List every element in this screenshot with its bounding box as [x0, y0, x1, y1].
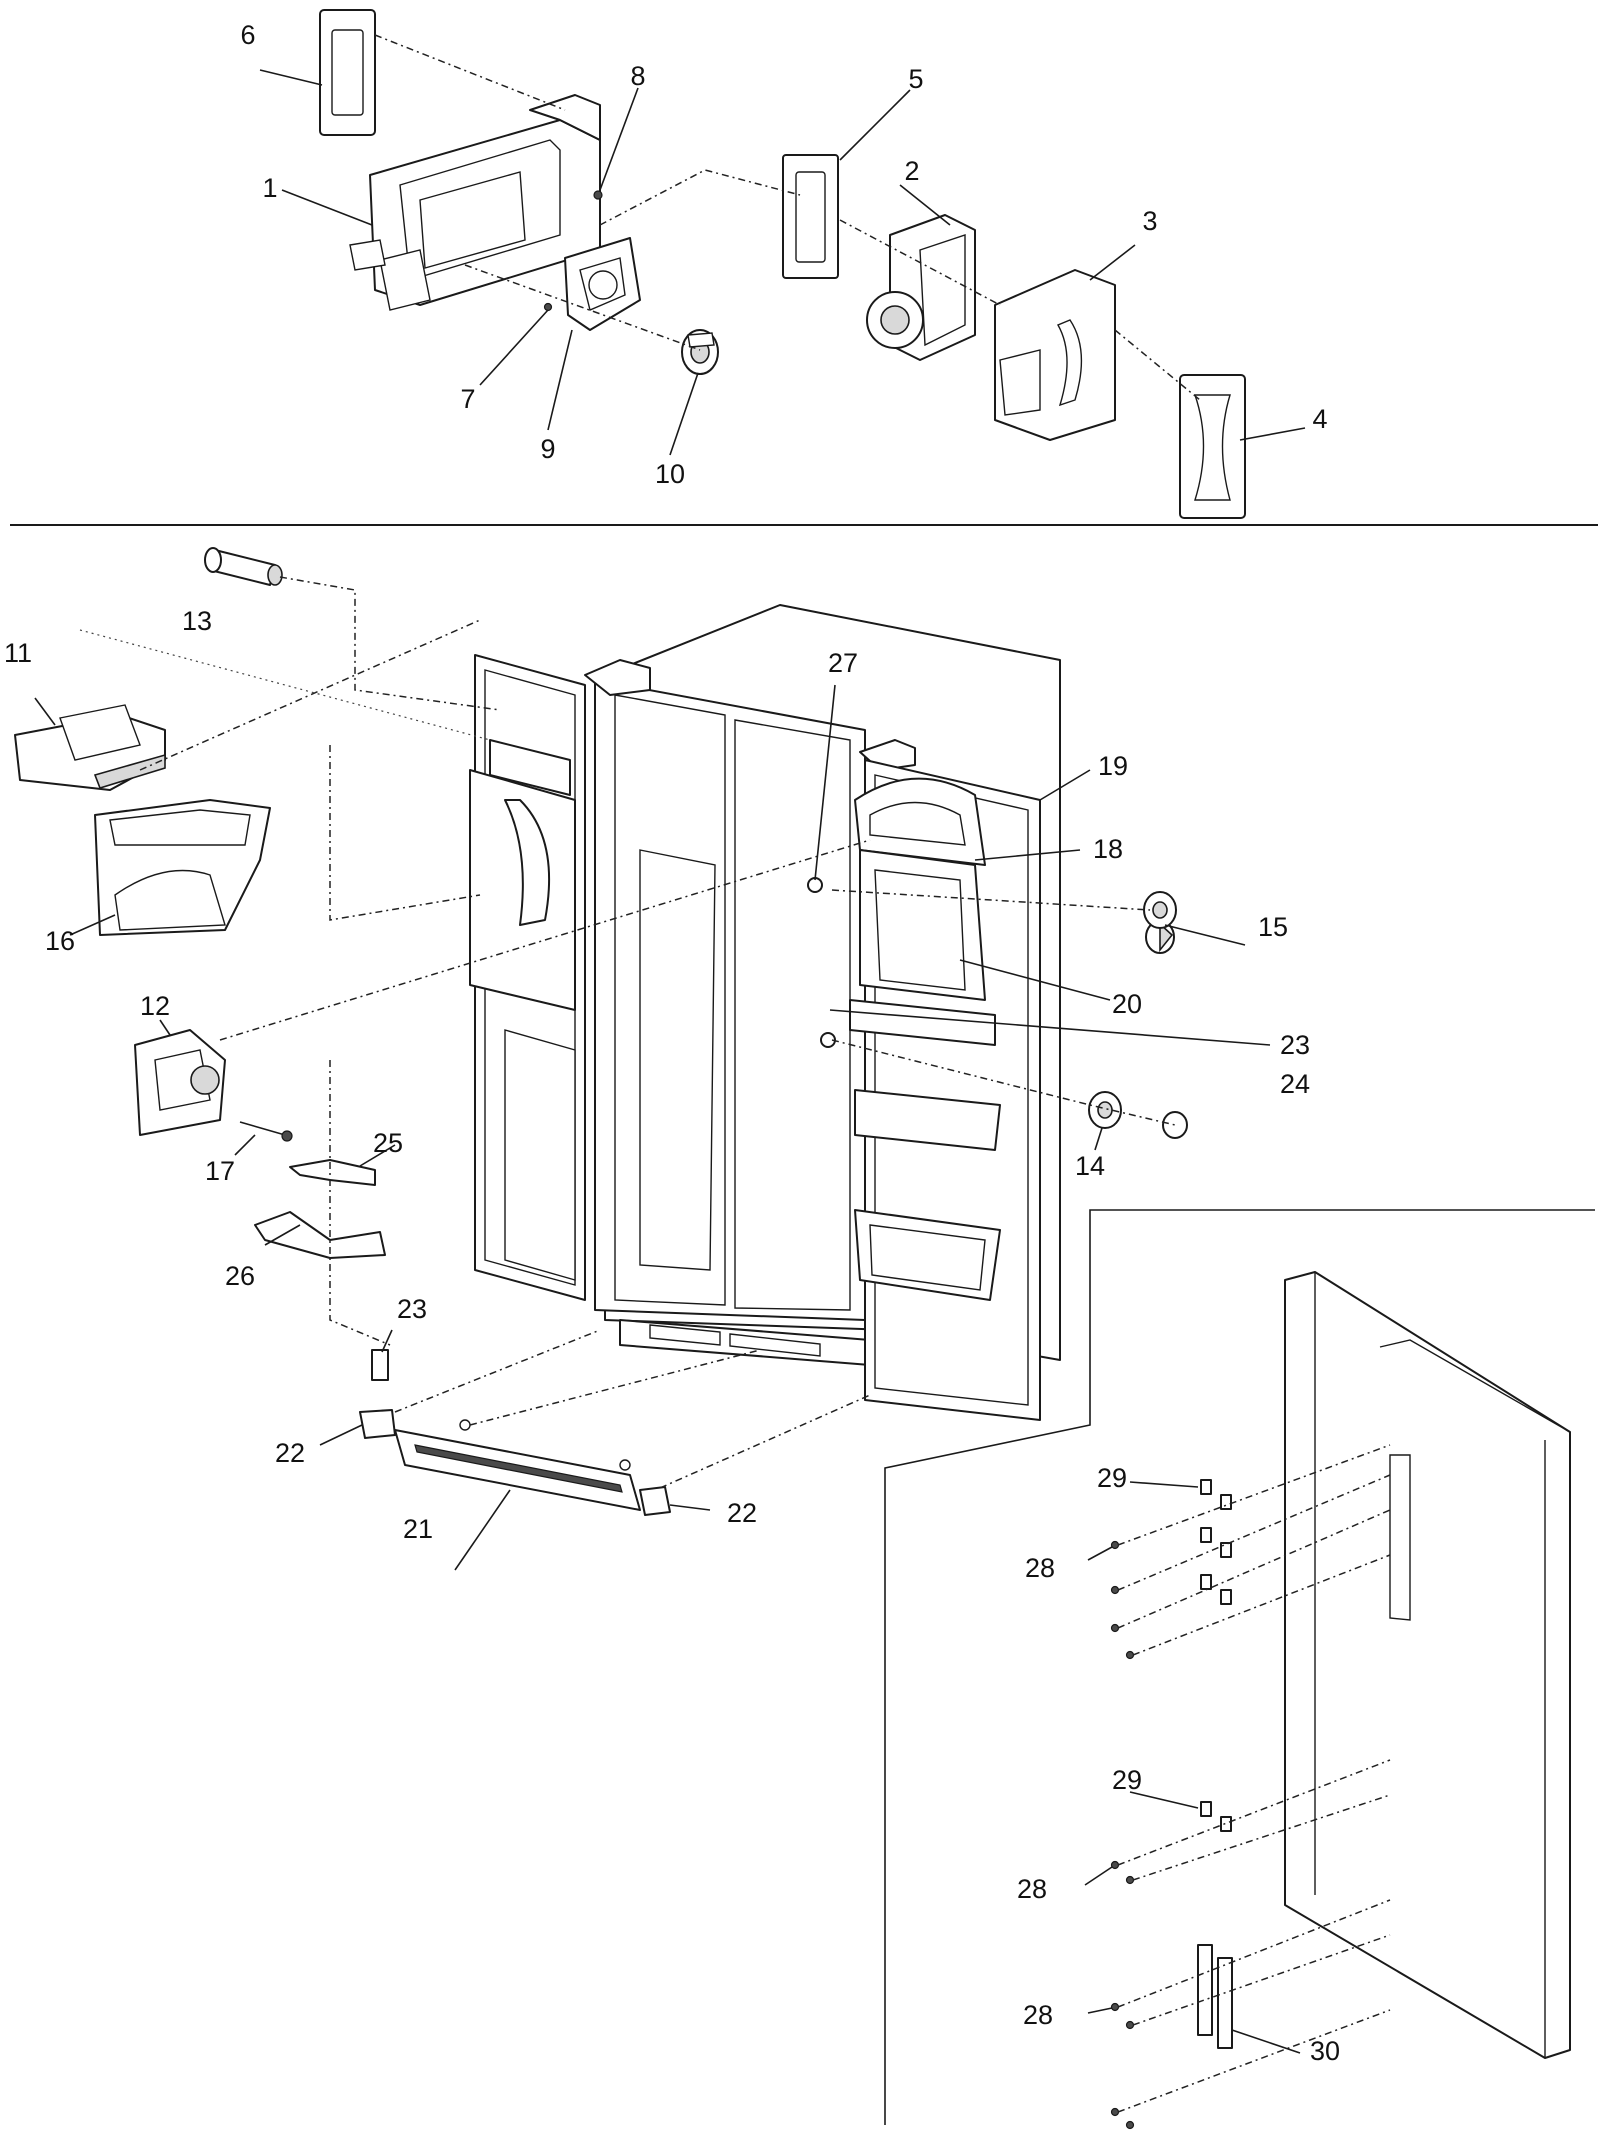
fresh-food-door [849, 759, 1041, 1421]
part-2-actuator [866, 214, 976, 361]
callout-13: 13 [182, 606, 212, 636]
part-9-motor-bracket [564, 237, 641, 331]
callout-25: 25 [373, 1128, 403, 1158]
callout-26: 26 [225, 1261, 255, 1291]
part-21-toe-grille [394, 1419, 641, 1511]
callout-30: 30 [1310, 2036, 1340, 2066]
part-15-cap [1145, 920, 1175, 954]
callout-23a: 23 [1280, 1030, 1310, 1060]
parts-29-clips [1200, 1479, 1232, 1832]
part-8-screw [593, 190, 603, 200]
part-30-handle-bracket [1197, 1944, 1233, 2049]
cap-lower [1162, 1111, 1188, 1139]
callout-3: 3 [1142, 206, 1157, 236]
callout-10: 10 [655, 459, 685, 489]
part-3-trim [994, 269, 1116, 441]
part-23-bracket [371, 1349, 389, 1381]
cam-upper [1143, 891, 1177, 929]
part-1-dispenser-housing [349, 94, 601, 311]
part-12-control-bracket [134, 1029, 226, 1136]
callout-21: 21 [403, 1514, 433, 1544]
callout-27: 27 [828, 648, 858, 678]
callout-28c: 28 [1023, 2000, 1053, 2030]
callout-20: 20 [1112, 989, 1142, 1019]
callout-28a: 28 [1025, 1553, 1055, 1583]
callout-16: 16 [45, 926, 75, 956]
callout-12: 12 [140, 991, 170, 1021]
part-14-cam [1088, 1091, 1122, 1129]
freezer-door [469, 654, 586, 1301]
callout-28b: 28 [1017, 1874, 1047, 1904]
part-6-gasket [319, 9, 376, 136]
callout-22a: 22 [275, 1438, 305, 1468]
parts-28-screws [1110, 1540, 1135, 2130]
part-17-screw [239, 1121, 293, 1142]
part-26-rail [254, 1211, 386, 1259]
callout-labels: 1 2 3 4 5 6 7 8 9 10 11 12 13 14 15 16 1… [4, 20, 1340, 2066]
part-11-bucket-lid [14, 704, 166, 791]
door-panel-inset [884, 1209, 1595, 2130]
callout-18: 18 [1093, 834, 1123, 864]
part-5-gasket [782, 154, 839, 279]
callout-9: 9 [540, 434, 555, 464]
callout-2: 2 [904, 156, 919, 186]
callout-5: 5 [908, 64, 923, 94]
cabinet-frame [584, 659, 916, 1366]
callout-8: 8 [630, 61, 645, 91]
callout-15: 15 [1258, 912, 1288, 942]
callout-1: 1 [262, 173, 277, 203]
part-13-water-filter [204, 547, 283, 586]
part-22-cap-right [639, 1486, 671, 1516]
callout-11: 11 [4, 638, 32, 668]
callout-19: 19 [1098, 751, 1128, 781]
part-22-cap-left [359, 1409, 396, 1439]
callout-7: 7 [460, 384, 475, 414]
part-16-ice-bucket [94, 799, 271, 936]
part-7-screw [543, 302, 553, 312]
callout-14: 14 [1075, 1151, 1105, 1181]
part-10-knob [681, 329, 719, 375]
callout-6: 6 [240, 20, 255, 50]
dispenser-assembly-section [259, 9, 1306, 519]
callout-29b: 29 [1112, 1765, 1142, 1795]
callout-4: 4 [1312, 404, 1327, 434]
callout-29a: 29 [1097, 1463, 1127, 1493]
callout-24: 24 [1280, 1069, 1310, 1099]
cabinet-section [14, 547, 1271, 1571]
callout-17: 17 [205, 1156, 235, 1186]
callout-22b: 22 [727, 1498, 757, 1528]
part-4-gasket [1179, 374, 1246, 519]
callout-23b: 23 [397, 1294, 427, 1324]
part-25-rail [289, 1159, 376, 1186]
